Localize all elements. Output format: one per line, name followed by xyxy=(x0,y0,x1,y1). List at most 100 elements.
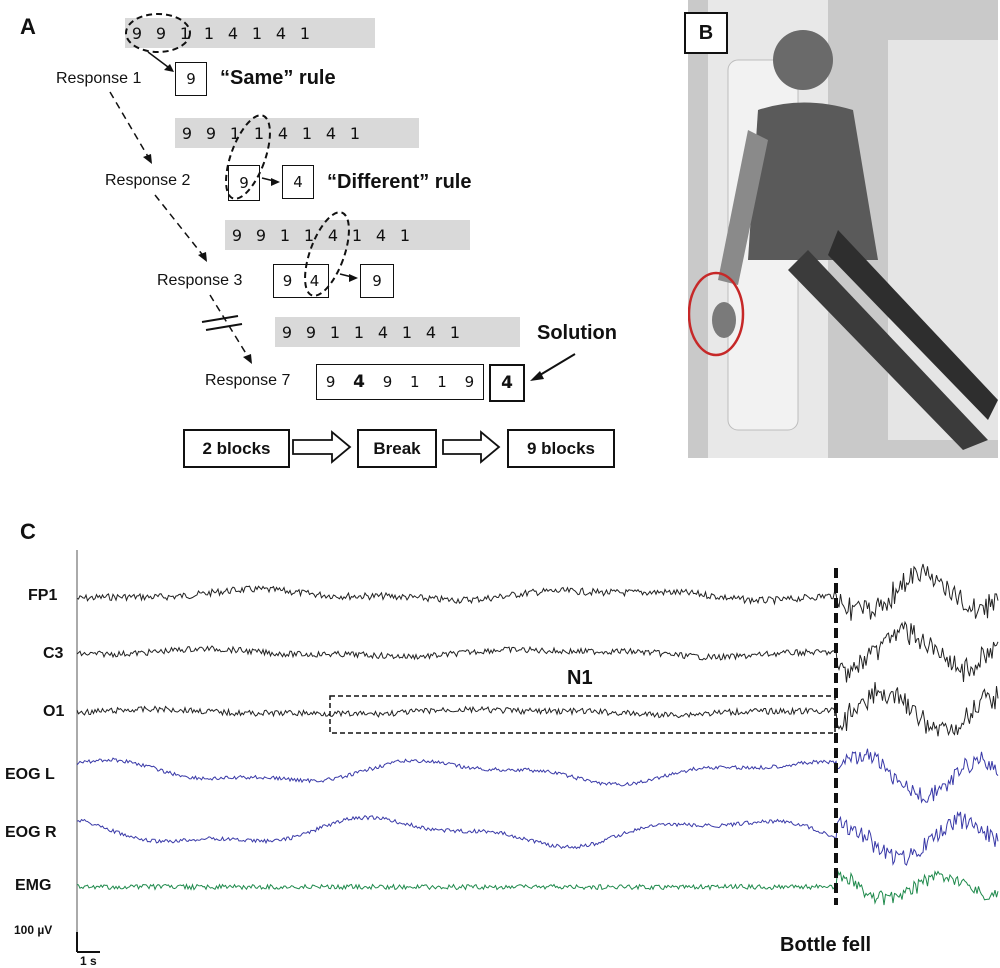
scale-amplitude-label: 100 µV xyxy=(14,923,53,937)
seq2-digit: 9 xyxy=(205,123,217,143)
seq4-digit: 1 xyxy=(401,322,413,342)
response-7-digit: 9 xyxy=(382,373,393,391)
seq1-digit: 1 xyxy=(179,23,191,43)
highlight-ellipse xyxy=(225,114,271,200)
seq4-digit: 9 xyxy=(281,322,293,342)
seq2-digit: 4 xyxy=(325,123,337,143)
seq2-digit: 9 xyxy=(181,123,193,143)
seq2-digit: 1 xyxy=(229,123,241,143)
panel-b-label: B xyxy=(684,12,728,54)
participant-photo: B xyxy=(684,0,998,458)
response-7-digit: 9 xyxy=(325,373,336,391)
sequence-row-2: 9 9 1 1 4 1 4 1 xyxy=(175,118,419,148)
hand-highlight-circle xyxy=(687,271,745,357)
seq3-digit: 4 xyxy=(327,225,339,245)
sequence-row-1: 9 9 1 1 4 1 4 1 xyxy=(125,18,375,48)
rule-different-label: “Different” rule xyxy=(327,171,472,193)
response-3-pair-box: 9 4 xyxy=(273,264,329,298)
event-label: Bottle fell xyxy=(780,934,872,956)
response-3-digit: 4 xyxy=(309,272,320,290)
sequence-row-4: 9 9 1 1 4 1 4 1 xyxy=(275,317,520,347)
break-mark xyxy=(201,315,239,323)
seq1-digit: 4 xyxy=(275,23,287,43)
seq3-digit: 1 xyxy=(351,225,363,245)
seq3-digit: 1 xyxy=(399,225,411,245)
arrowhead xyxy=(143,154,152,164)
trace-eog-l xyxy=(76,748,999,804)
flow-box-9-blocks: 9 blocks xyxy=(507,429,615,468)
seq1-digit: 1 xyxy=(299,23,311,43)
bottle xyxy=(712,302,736,338)
seq1-digit: 1 xyxy=(203,23,215,43)
dashed-arrow xyxy=(109,91,151,161)
channel-label-emg: EMG xyxy=(15,877,52,894)
seq2-digit: 1 xyxy=(301,123,313,143)
response-7-digit: 1 xyxy=(437,373,447,391)
panel-a-annotations xyxy=(109,13,576,464)
photo-illustration xyxy=(687,0,998,458)
break-mark xyxy=(205,323,243,331)
trace-emg xyxy=(76,870,999,906)
seq1-digit: 1 xyxy=(251,23,263,43)
seq1-digit: 9 xyxy=(155,23,167,43)
blurred-face xyxy=(773,30,833,90)
response-2-label: Response 2 xyxy=(105,172,191,189)
panel-c-label: C xyxy=(20,519,36,544)
solution-label: Solution xyxy=(537,322,617,344)
channel-label-eog-l: EOG L xyxy=(5,766,55,783)
person-arm xyxy=(718,130,768,285)
eeg-traces xyxy=(76,550,999,953)
flow-box-break: Break xyxy=(357,429,437,468)
response-3-box-c: 9 xyxy=(360,264,394,298)
response-7-digit: 4 xyxy=(353,372,365,392)
person-legs xyxy=(788,250,988,450)
seq4-digit: 1 xyxy=(329,322,341,342)
arrowhead xyxy=(271,178,280,186)
seq2-digit: 1 xyxy=(349,123,361,143)
trace-eog-r xyxy=(76,810,999,866)
person-torso xyxy=(748,102,878,260)
flow-arrow xyxy=(292,430,352,464)
dashed-arrow xyxy=(154,194,206,259)
response-7-answer-box: 4 xyxy=(489,364,525,402)
seq3-digit: 1 xyxy=(303,225,315,245)
response-7-digit: 9 xyxy=(464,373,475,391)
highlight-ellipse xyxy=(125,13,191,53)
trace-fp1 xyxy=(76,563,999,621)
response-3-digit: 9 xyxy=(282,272,293,290)
seq3-digit: 1 xyxy=(279,225,291,245)
response-7-sequence-box: 9 4 9 1 1 9 xyxy=(316,364,484,400)
rule-same-label: “Same” rule xyxy=(220,67,336,89)
flow-arrow xyxy=(442,430,501,464)
seq4-digit: 4 xyxy=(425,322,437,342)
trace-c3 xyxy=(76,620,999,683)
response-3-label: Response 3 xyxy=(157,272,243,289)
panel-a-label: A xyxy=(20,14,36,39)
seq4-digit: 1 xyxy=(353,322,365,342)
seq4-digit: 4 xyxy=(377,322,389,342)
seq2-digit: 1 xyxy=(253,123,265,143)
response-7-digit: 1 xyxy=(410,373,420,391)
seq1-digit: 4 xyxy=(227,23,239,43)
scale-time-label: 1 s xyxy=(80,954,97,968)
seq4-digit: 9 xyxy=(305,322,317,342)
solution-arrow xyxy=(534,353,576,379)
trace-group xyxy=(76,563,999,906)
response-1-box: 9 xyxy=(175,62,207,96)
channel-label-fp1: FP1 xyxy=(28,587,58,604)
seq2-digit: 4 xyxy=(277,123,289,143)
seq3-digit: 9 xyxy=(255,225,267,245)
n1-box xyxy=(329,695,836,734)
channel-label-o1: O1 xyxy=(43,703,65,720)
channel-label-eog-r: EOG R xyxy=(5,824,57,841)
arrowhead xyxy=(530,371,544,381)
response-7-label: Response 7 xyxy=(205,372,291,389)
stage-label-n1: N1 xyxy=(567,667,593,689)
dashed-arrow xyxy=(209,294,251,361)
highlight-ellipse xyxy=(304,211,350,297)
arrowhead xyxy=(243,354,252,364)
arrowhead xyxy=(198,252,207,262)
seq3-digit: 4 xyxy=(375,225,387,245)
flow-box-2-blocks: 2 blocks xyxy=(183,429,290,468)
response-1-label: Response 1 xyxy=(56,70,142,87)
